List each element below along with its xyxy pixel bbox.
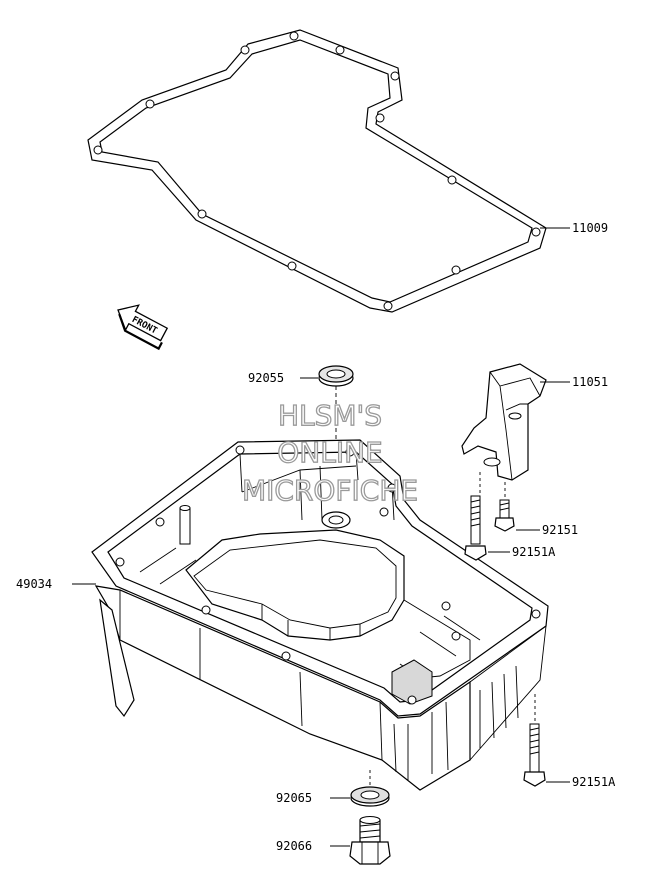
label-11009: 11009 bbox=[572, 221, 608, 235]
seal-92055 bbox=[318, 365, 354, 387]
label-92151a-upper: 92151A bbox=[512, 545, 556, 559]
bolt-92151a-upper bbox=[464, 495, 487, 561]
label-11051: 11051 bbox=[572, 375, 608, 389]
bracket-11051 bbox=[461, 363, 547, 481]
oil-pan-49034 bbox=[91, 439, 549, 791]
bolt-92151a-lower bbox=[523, 723, 546, 787]
gasket-11009 bbox=[87, 29, 547, 313]
bolt-92151 bbox=[494, 499, 515, 532]
label-92055: 92055 bbox=[248, 371, 284, 385]
label-92151a-lower: 92151A bbox=[572, 775, 616, 789]
gasket-bolt-holes bbox=[93, 31, 541, 311]
watermark-line-1: HLSM'S bbox=[278, 399, 382, 432]
watermark: HLSM'S ONLINE MICROFICHE bbox=[241, 398, 418, 507]
label-92065: 92065 bbox=[276, 791, 312, 805]
front-arrow-icon: FRONT bbox=[117, 304, 169, 351]
drain-plug-92066 bbox=[349, 816, 391, 865]
oil-pan-bolt-holes bbox=[115, 445, 541, 705]
watermark-line-3: MICROFICHE bbox=[242, 474, 418, 507]
label-92066: 92066 bbox=[276, 839, 312, 853]
label-92151: 92151 bbox=[542, 523, 578, 537]
watermark-line-2: ONLINE bbox=[277, 436, 382, 469]
washer-92065 bbox=[350, 786, 390, 807]
label-49034: 49034 bbox=[16, 577, 52, 591]
